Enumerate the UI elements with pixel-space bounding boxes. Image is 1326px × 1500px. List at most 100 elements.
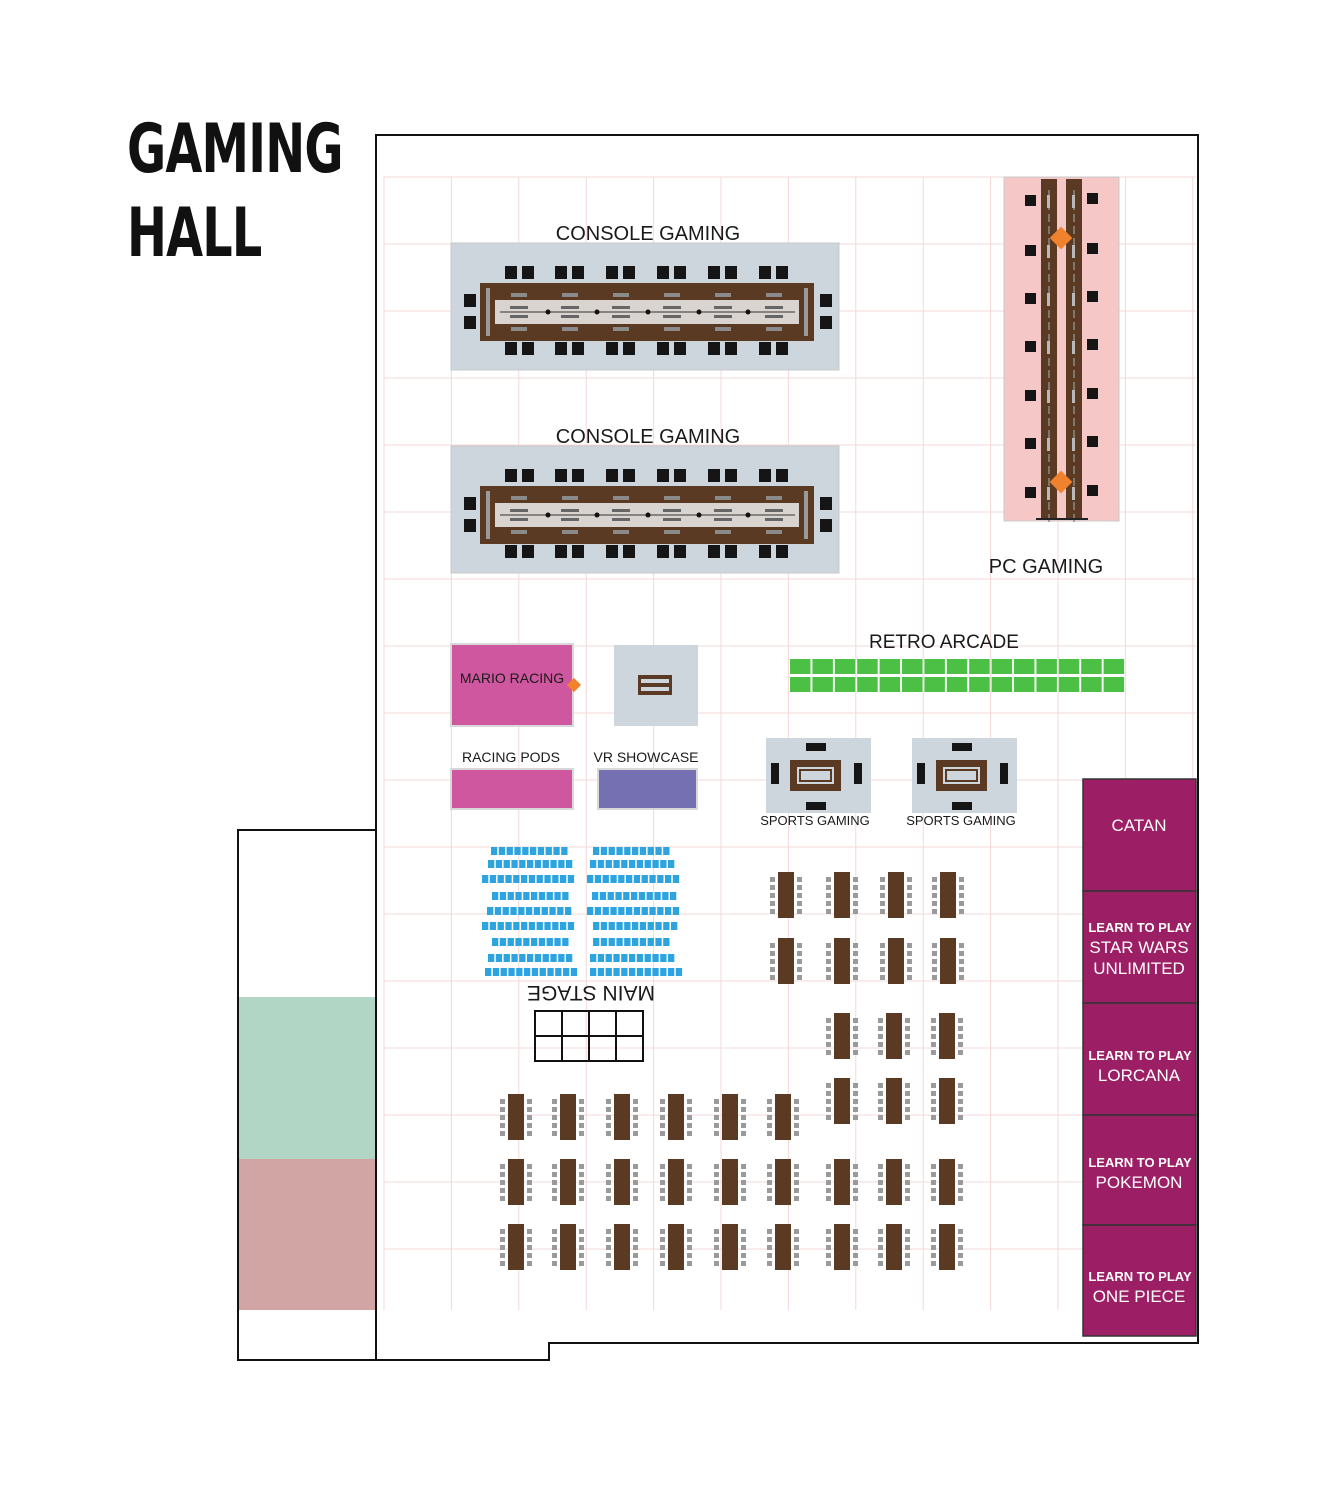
chair: [687, 1131, 692, 1136]
connector: [696, 309, 702, 315]
chair: [714, 1099, 719, 1104]
sports-screen-frame: [945, 769, 978, 782]
game-table: [722, 1224, 738, 1270]
room-pokemon[interactable]: LEARN TO PLAY POKEMON: [1082, 1114, 1197, 1226]
arcade-cabinet: [991, 677, 1013, 692]
connector: [745, 512, 751, 518]
chair: [660, 1164, 665, 1169]
chair: [931, 1050, 936, 1055]
audience-seat: [552, 875, 559, 883]
console-gaming-label-2: CONSOLE GAMING: [556, 426, 740, 448]
chair: [931, 1237, 936, 1242]
vr-station[interactable]: [614, 645, 698, 726]
room-lorcana[interactable]: LEARN TO PLAY LORCANA: [1082, 1002, 1197, 1116]
chair: [905, 1253, 910, 1258]
chair: [687, 1229, 692, 1234]
chair: [794, 1196, 799, 1201]
chair: [907, 943, 912, 948]
audience-seat: [544, 922, 551, 930]
chair: [464, 497, 476, 510]
arcade-cabinet: [969, 677, 990, 692]
chair: [878, 1083, 883, 1088]
sports-gaming-area-2[interactable]: SPORTS GAMING: [906, 738, 1017, 828]
chair: [853, 959, 858, 964]
console-unit: [510, 306, 528, 309]
audience-seating: [482, 847, 683, 976]
game-table: [940, 938, 956, 984]
pc-gaming-area[interactable]: PC GAMING: [989, 176, 1120, 578]
room-catan[interactable]: CATAN: [1082, 778, 1197, 892]
audience-seat: [644, 954, 651, 962]
racing-pods-area[interactable]: RACING PODS: [450, 749, 574, 810]
audience-seat: [527, 954, 534, 962]
audience-seat: [613, 954, 620, 962]
chair: [826, 1164, 831, 1169]
chair: [714, 1261, 719, 1266]
chair: [880, 943, 885, 948]
chair: [606, 1196, 611, 1201]
game-table: [886, 1224, 902, 1270]
chair: [931, 1229, 936, 1234]
room-lorcana-line-1: LEARN TO PLAY: [1088, 1048, 1192, 1063]
mario-racing-area[interactable]: MARIO RACING: [450, 643, 582, 727]
chair: [606, 1237, 611, 1242]
console-unit: [561, 518, 579, 521]
audience-seat: [561, 847, 568, 855]
console-unit: [612, 518, 630, 521]
chair: [500, 1172, 505, 1177]
vr-showcase-area[interactable]: VR SHOWCASE: [593, 749, 699, 810]
console-gaming-area-1[interactable]: CONSOLE GAMING: [450, 223, 840, 371]
audience-seat: [593, 847, 600, 855]
chair: [527, 1172, 532, 1177]
audience-seat: [633, 907, 641, 915]
room-star-wars-unlimited[interactable]: LEARN TO PLAY STAR WARS UNLIMITED: [1082, 890, 1197, 1004]
retro-arcade-area[interactable]: RETRO ARCADE: [790, 632, 1125, 692]
audience-seat: [665, 907, 672, 915]
audience-seat: [646, 892, 653, 900]
chair: [708, 469, 720, 482]
arcade-cabinet: [857, 677, 878, 692]
chair: [660, 1229, 665, 1234]
chair: [714, 1172, 719, 1177]
chair: [932, 959, 937, 964]
chair: [959, 943, 964, 948]
chair: [826, 1245, 831, 1250]
game-table: [886, 1078, 902, 1124]
game-table: [939, 1159, 955, 1205]
chair: [853, 893, 858, 898]
audience-seat: [613, 968, 620, 976]
chair: [606, 266, 618, 279]
chair: [500, 1123, 505, 1128]
side-room-pink[interactable]: [239, 1159, 376, 1310]
tabletop-tables[interactable]: [500, 872, 964, 1270]
console-unit: [510, 315, 528, 318]
chair: [555, 266, 567, 279]
chair: [826, 893, 831, 898]
main-stage-area[interactable]: MAIN STAGE: [482, 847, 683, 1062]
room-one-piece[interactable]: LEARN TO PLAY ONE PIECE: [1082, 1224, 1197, 1337]
sports-gaming-area-1[interactable]: SPORTS GAMING: [760, 738, 871, 828]
chair: [741, 1172, 746, 1177]
chair: [687, 1253, 692, 1258]
chair: [776, 266, 788, 279]
chair: [527, 1196, 532, 1201]
chair: [741, 1123, 746, 1128]
retro-arcade-label: RETRO ARCADE: [869, 632, 1019, 653]
audience-seat: [633, 875, 641, 883]
chair: [794, 1123, 799, 1128]
side-room-green[interactable]: [239, 997, 376, 1159]
chair: [606, 1180, 611, 1185]
game-table: [668, 1224, 684, 1270]
audience-seat: [632, 922, 639, 930]
chair: [853, 1050, 858, 1055]
chair: [931, 1261, 936, 1266]
audience-seat: [649, 907, 656, 915]
audience-seat: [511, 954, 518, 962]
audience-seat: [487, 907, 494, 915]
vr-station-table: [638, 675, 672, 695]
chair: [741, 1131, 746, 1136]
console-gaming-area-2[interactable]: CONSOLE GAMING: [450, 426, 840, 574]
audience-seat: [610, 875, 617, 883]
chair: [853, 943, 858, 948]
